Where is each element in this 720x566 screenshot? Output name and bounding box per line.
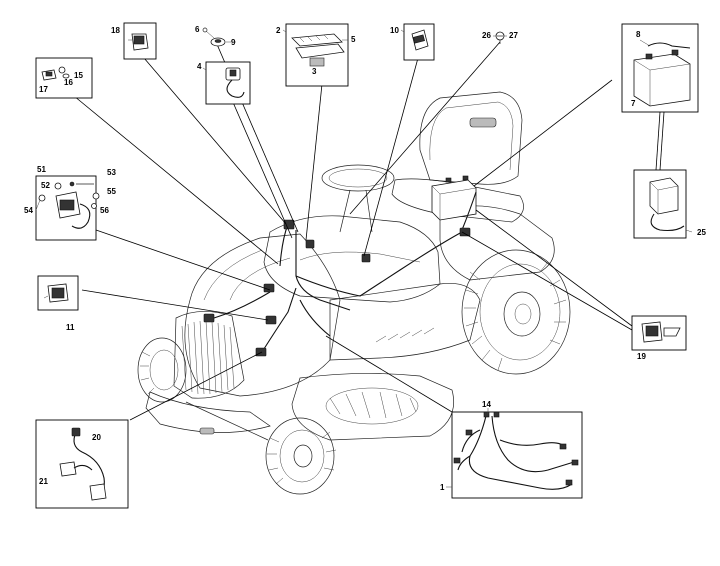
part-box-18 [123, 22, 157, 60]
callout-2: 2 [276, 26, 281, 35]
callout-56: 56 [100, 206, 109, 215]
brand-badge [469, 117, 497, 128]
part-box-20-21 [35, 419, 129, 509]
part-box-1-14 [451, 411, 583, 499]
leader-lines [73, 41, 665, 421]
front-wheel-right [265, 417, 337, 495]
part-screw-26-27 [495, 31, 505, 44]
part-box-51-56 [35, 175, 100, 241]
callout-8: 8 [636, 30, 641, 39]
callout-19: 19 [637, 352, 646, 361]
part-box-25 [633, 169, 687, 239]
callout-6: 6 [195, 25, 200, 34]
callout-3: 3 [312, 67, 317, 76]
front-wheel-left [137, 337, 187, 403]
callout-55: 55 [107, 187, 116, 196]
part-box-4 [205, 61, 251, 105]
callout-4: 4 [197, 62, 202, 71]
callout-11: 11 [66, 323, 75, 332]
callout-15: 15 [74, 71, 83, 80]
callout-labels: 18 6 9 4 2 5 3 10 26 27 8 7 15 16 17 51 … [24, 25, 706, 492]
part-box-2-3-5 [285, 23, 349, 87]
tractor-illustration [137, 91, 571, 495]
callout-53: 53 [107, 168, 116, 177]
battery-installed [431, 175, 477, 221]
callout-25: 25 [697, 228, 706, 237]
callout-27: 27 [509, 31, 518, 40]
callout-21: 21 [39, 477, 48, 486]
rear-wheel [461, 249, 571, 375]
callout-17: 17 [39, 85, 48, 94]
callout-7: 7 [631, 99, 636, 108]
part-box-7-8 [621, 23, 699, 113]
callout-26: 26 [482, 31, 491, 40]
callout-52: 52 [41, 181, 50, 190]
callout-10: 10 [390, 26, 399, 35]
callout-51: 51 [37, 165, 46, 174]
callout-1: 1 [440, 483, 445, 492]
callout-54: 54 [24, 206, 33, 215]
part-grommet-6-9 [202, 27, 226, 47]
part-box-15-16-17 [35, 57, 93, 99]
callout-18: 18 [111, 26, 120, 35]
callout-16: 16 [64, 78, 73, 87]
part-box-10 [403, 23, 435, 61]
wiring-harness-installed [203, 191, 477, 357]
callout-ticks [35, 29, 693, 488]
callout-20: 20 [92, 433, 101, 442]
part-box-19 [631, 315, 687, 351]
callout-9: 9 [231, 38, 236, 47]
part-box-11 [37, 275, 79, 311]
callout-5: 5 [351, 35, 356, 44]
callout-14: 14 [482, 400, 491, 409]
